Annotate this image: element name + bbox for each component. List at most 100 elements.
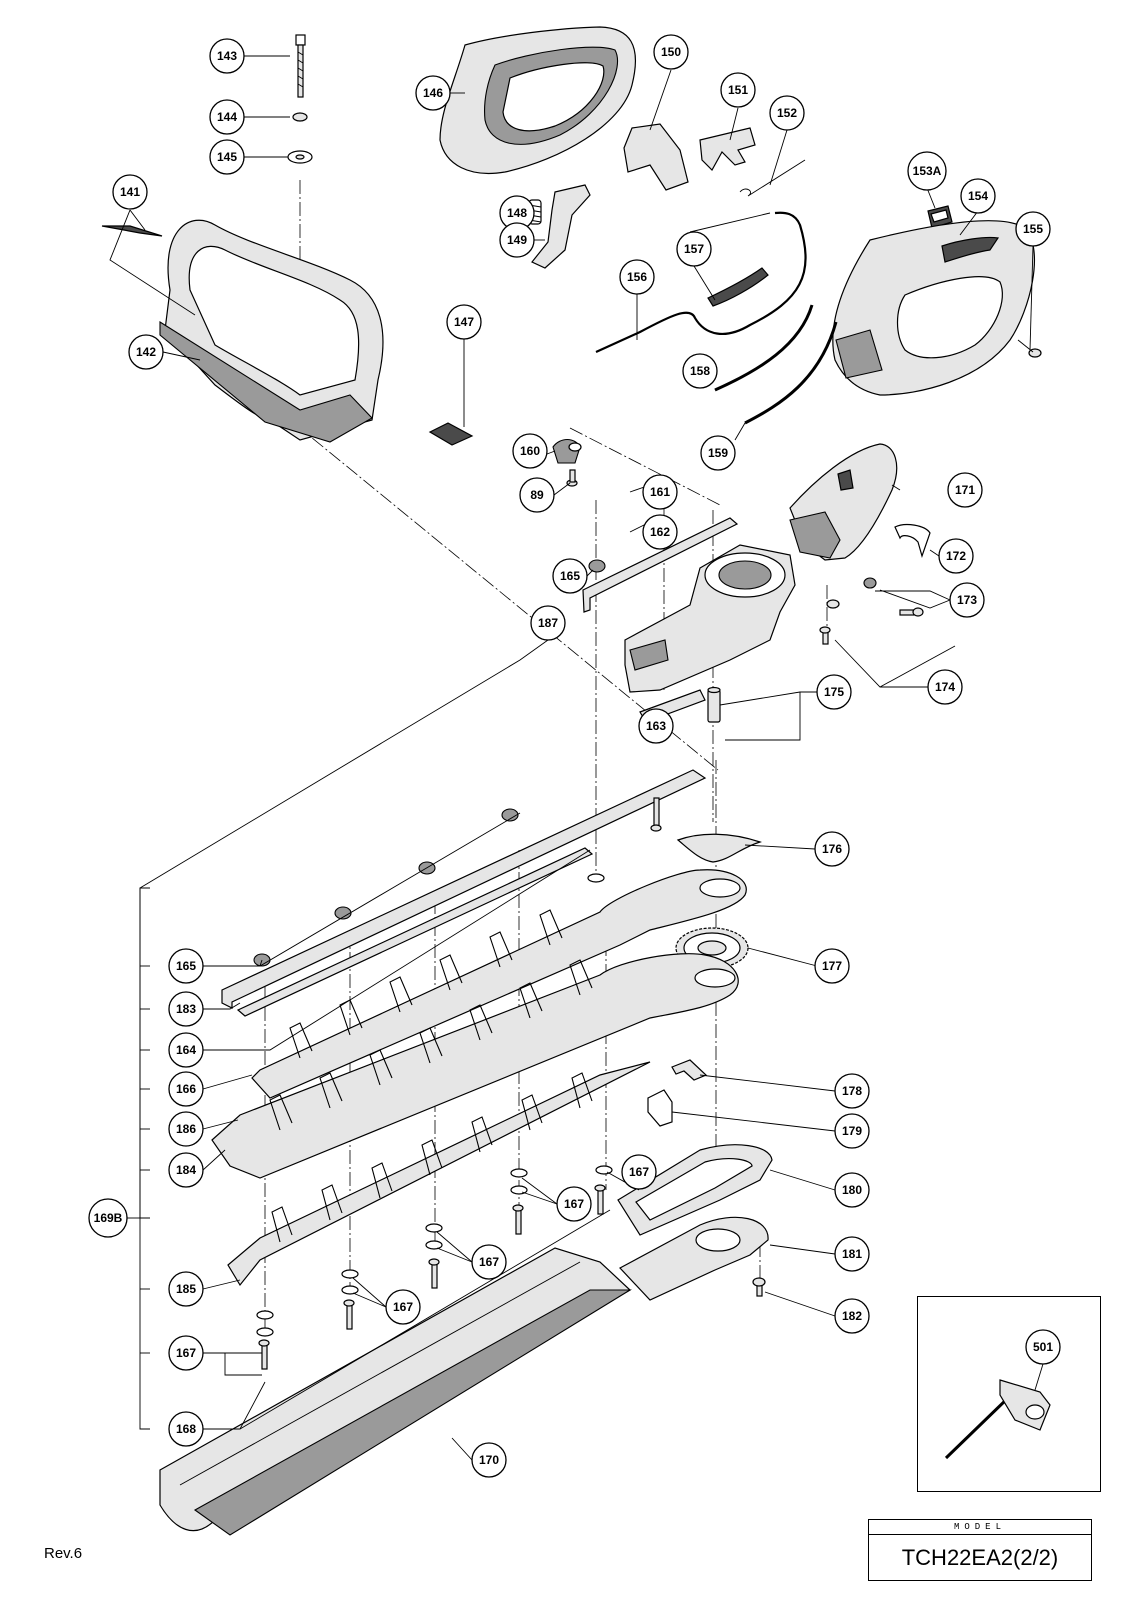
spacer-bar-164 bbox=[236, 847, 594, 1017]
callout-167: 167 bbox=[471, 1244, 507, 1280]
callout-number: 146 bbox=[423, 86, 443, 100]
callout-circle bbox=[642, 514, 678, 550]
callout-circle bbox=[947, 472, 983, 508]
callout-circle bbox=[499, 222, 535, 258]
callout-circle bbox=[1015, 211, 1051, 247]
clip-172 bbox=[894, 523, 931, 558]
callout-160: 160 bbox=[512, 433, 548, 469]
callout-165: 165 bbox=[168, 948, 204, 984]
callout-149: 149 bbox=[499, 222, 535, 258]
callout-number: 160 bbox=[520, 444, 540, 458]
lock-lever-151 bbox=[699, 127, 756, 171]
callout-circle bbox=[512, 433, 548, 469]
callout-number: 149 bbox=[507, 233, 527, 247]
callout-circle bbox=[814, 831, 850, 867]
callout-number: 147 bbox=[454, 315, 474, 329]
callout-176: 176 bbox=[814, 831, 850, 867]
callout-152: 152 bbox=[769, 95, 805, 131]
callout-161: 161 bbox=[642, 474, 678, 510]
callout-number: 163 bbox=[646, 719, 666, 733]
callout-number: 141 bbox=[120, 185, 140, 199]
guide-rail-upper bbox=[582, 517, 739, 613]
callout-number: 143 bbox=[217, 49, 237, 63]
callout-148: 148 bbox=[499, 195, 535, 231]
callout-number: 167 bbox=[393, 1300, 413, 1314]
callout-circle bbox=[834, 1236, 870, 1272]
screw-174a bbox=[826, 599, 840, 609]
callout-circle bbox=[168, 991, 204, 1027]
callout-167: 167 bbox=[556, 1186, 592, 1222]
callout-number: 164 bbox=[176, 1043, 196, 1057]
callout-number: 166 bbox=[176, 1082, 196, 1096]
callout-169B: 169B bbox=[88, 1198, 128, 1238]
callout-number: 150 bbox=[661, 45, 681, 59]
callout-circle bbox=[168, 1152, 204, 1188]
callout-circle bbox=[446, 304, 482, 340]
callout-168: 168 bbox=[168, 1411, 204, 1447]
callout-circle bbox=[949, 582, 985, 618]
callout-circle bbox=[621, 1154, 657, 1190]
screw-174c bbox=[819, 626, 831, 645]
callout-163: 163 bbox=[638, 708, 674, 744]
lever-149 bbox=[531, 184, 591, 269]
callout-number: 162 bbox=[650, 525, 670, 539]
callout-number: 165 bbox=[176, 959, 196, 973]
nut-144 bbox=[292, 112, 308, 122]
bolt-143 bbox=[295, 34, 306, 98]
callout-number: 153A bbox=[913, 164, 942, 178]
housing-cover-146 bbox=[439, 26, 636, 174]
callout-number: 169B bbox=[94, 1211, 123, 1225]
callout-number: 168 bbox=[176, 1422, 196, 1436]
callout-circle bbox=[769, 95, 805, 131]
washers-167 bbox=[256, 873, 613, 1337]
callout-164: 164 bbox=[168, 1032, 204, 1068]
callout-circle bbox=[168, 1032, 204, 1068]
callout-number: 171 bbox=[955, 483, 975, 497]
model-box: MODEL TCH22EA2(2/2) bbox=[868, 1519, 1092, 1581]
callout-143: 143 bbox=[209, 38, 245, 74]
callout-circle bbox=[960, 178, 996, 214]
callout-circle bbox=[834, 1172, 870, 1208]
callout-186: 186 bbox=[168, 1111, 204, 1147]
part-drawings bbox=[101, 26, 1051, 1536]
callout-number: 167 bbox=[564, 1197, 584, 1211]
callout-circle bbox=[168, 948, 204, 984]
spring-152 bbox=[739, 159, 806, 197]
callout-179: 179 bbox=[834, 1113, 870, 1149]
callout-circle bbox=[816, 674, 852, 710]
callout-162: 162 bbox=[642, 514, 678, 550]
callout-185: 185 bbox=[168, 1271, 204, 1307]
callout-number: 175 bbox=[824, 685, 844, 699]
model-caption: MODEL bbox=[869, 1520, 1091, 1535]
pin-175 bbox=[707, 686, 721, 723]
callout-number: 161 bbox=[650, 485, 670, 499]
callout-circle bbox=[834, 1073, 870, 1109]
callout-circle bbox=[168, 1271, 204, 1307]
bolts-168 bbox=[258, 797, 662, 1370]
callout-178: 178 bbox=[834, 1073, 870, 1109]
gear-case bbox=[624, 544, 796, 693]
callout-number: 152 bbox=[777, 106, 797, 120]
nut-165-upper bbox=[588, 559, 606, 573]
callout-circle bbox=[642, 474, 678, 510]
callout-circle bbox=[552, 558, 588, 594]
callout-circle bbox=[88, 1198, 128, 1238]
callout-170: 170 bbox=[471, 1442, 507, 1478]
callout-157: 157 bbox=[676, 231, 712, 267]
wrench-501 bbox=[944, 1379, 1051, 1460]
callout-177: 177 bbox=[814, 948, 850, 984]
callout-158: 158 bbox=[682, 353, 718, 389]
callout-number: 176 bbox=[822, 842, 842, 856]
callout-172: 172 bbox=[938, 538, 974, 574]
callout-number: 142 bbox=[136, 345, 156, 359]
callout-150: 150 bbox=[653, 34, 689, 70]
callout-181: 181 bbox=[834, 1236, 870, 1272]
screw-174b bbox=[899, 607, 924, 617]
callout-number: 174 bbox=[935, 680, 955, 694]
lead-wire-158 bbox=[714, 304, 814, 392]
callout-146: 146 bbox=[415, 75, 451, 111]
callout-circle bbox=[938, 538, 974, 574]
callout-180: 180 bbox=[834, 1172, 870, 1208]
callout-circle bbox=[209, 99, 245, 135]
